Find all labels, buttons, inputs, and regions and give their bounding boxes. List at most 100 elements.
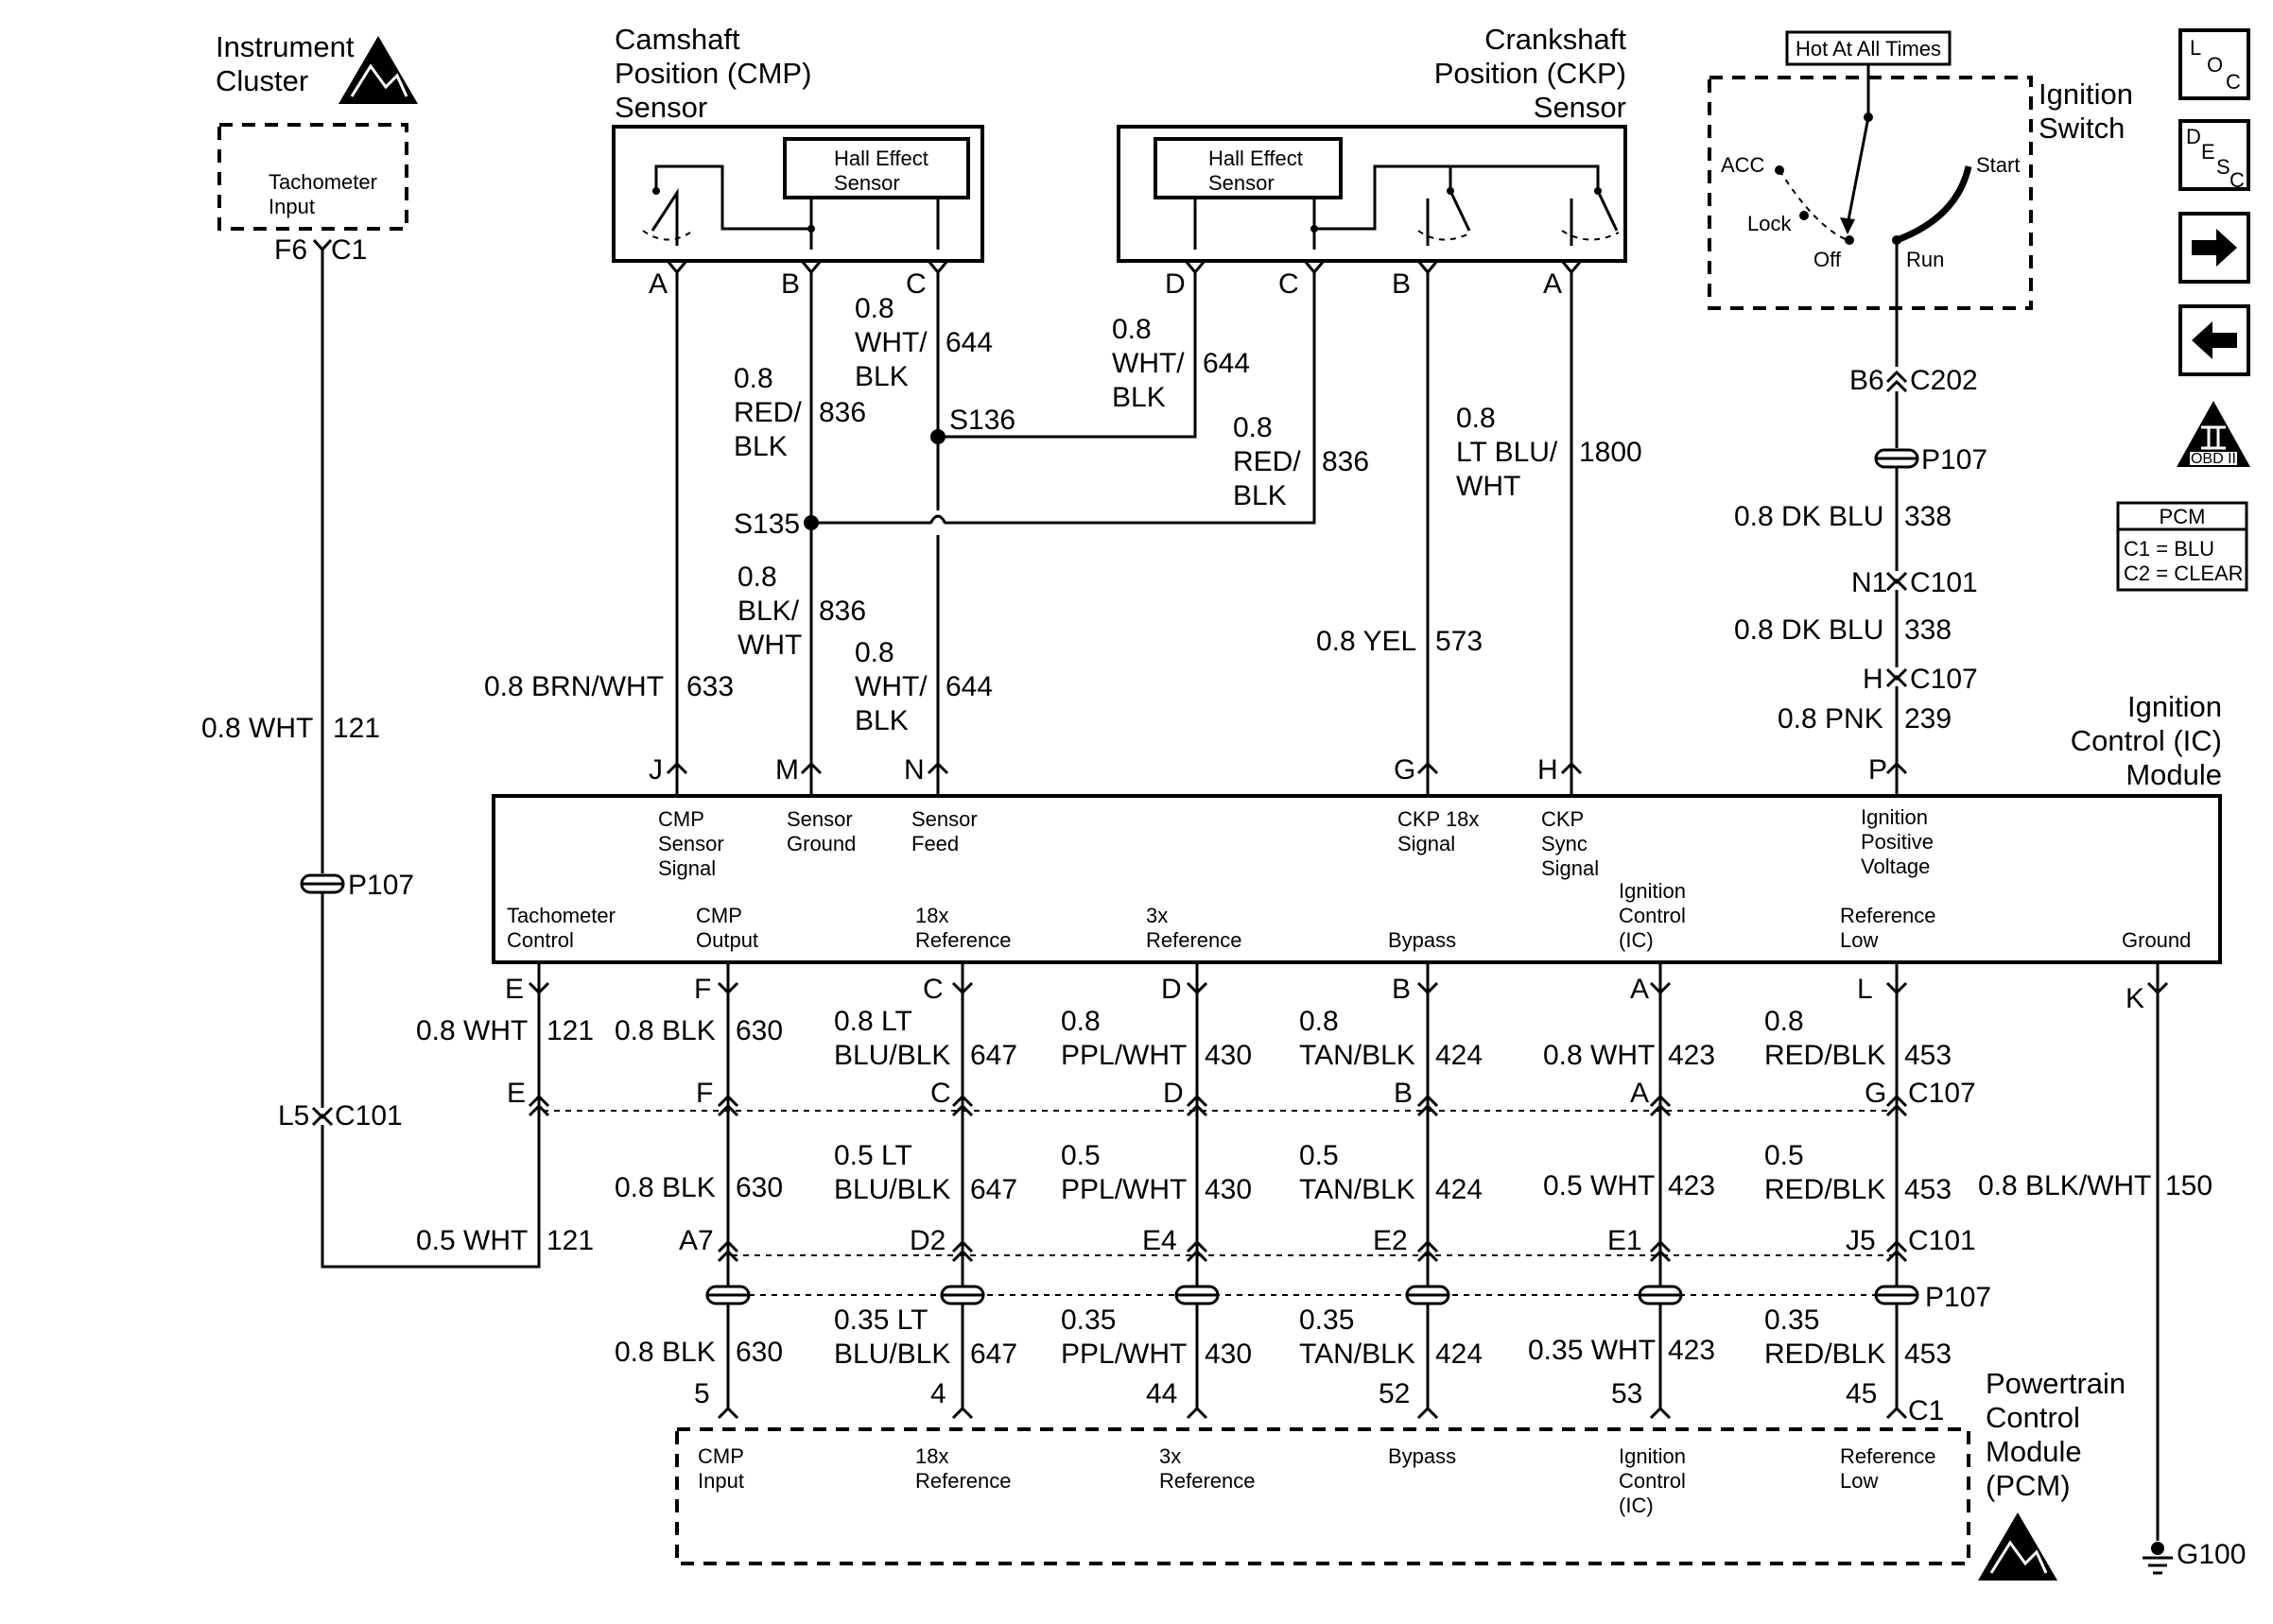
wire-circuit-cmp-c: 644 bbox=[946, 327, 993, 358]
cmp-title-2: Position (CMP) bbox=[615, 57, 811, 90]
wire-label-cmp-a: 0.8 BRN/WHT bbox=[484, 671, 664, 702]
mid-pin-e: E bbox=[507, 1078, 526, 1109]
wire-label-ic-l-3a: 0.35 bbox=[1764, 1304, 1819, 1336]
pcm-label-bypass: Bypass bbox=[1388, 1444, 1456, 1468]
ic-pin-j: J bbox=[649, 754, 663, 786]
wire-label-ign-2: 0.8 DK BLU bbox=[1734, 614, 1883, 646]
wire-label-ic-l-2b: RED/BLK bbox=[1764, 1174, 1885, 1205]
ic-label-ckp18x-2: Signal bbox=[1397, 832, 1455, 855]
sensor-wires: 0.8 BRN/WHT 633 0.8 RED/ BLK 836 S135 0.… bbox=[484, 272, 1642, 764]
tachometer-input-label-2: Input bbox=[269, 195, 315, 218]
ic-label-ign-pos-2: Positive bbox=[1861, 830, 1934, 854]
ic-label-cmp-signal-3: Signal bbox=[658, 856, 716, 880]
legend: L O C D E S C OBD II PCM C bbox=[2116, 28, 2250, 592]
wire-circuit-ic-e: 121 bbox=[547, 1015, 594, 1046]
wire-circuit-ic-l-3: 453 bbox=[1904, 1339, 1952, 1370]
wire-circuit-ic-c-3: 647 bbox=[970, 1339, 1017, 1370]
ic-title-3: Module bbox=[2126, 758, 2222, 791]
wire-circuit-ic-c-2: 647 bbox=[970, 1174, 1017, 1205]
prev-arrow-button[interactable] bbox=[2178, 304, 2250, 376]
ignition-switch-title-2: Switch bbox=[2039, 112, 2125, 145]
wire-label-ic-b-1b: TAN/BLK bbox=[1299, 1040, 1415, 1071]
wire-label-ic-l-1b: RED/BLK bbox=[1764, 1040, 1885, 1071]
wire-circuit-ic-b-2: 424 bbox=[1435, 1174, 1483, 1205]
cmp-hall-label-2: Sensor bbox=[834, 171, 900, 195]
wire-label-ic-a-1: 0.8 WHT bbox=[1543, 1040, 1655, 1071]
pcm-label-ref-low-2: Low bbox=[1840, 1469, 1878, 1493]
pin-b6: B6 bbox=[1849, 365, 1884, 396]
wire-circuit-cmp-a: 633 bbox=[686, 671, 734, 702]
ic-label-sensor-ground-2: Ground bbox=[787, 832, 856, 855]
wire-circuit-ic-f-2: 630 bbox=[736, 1172, 783, 1203]
instrument-cluster: Instrument Cluster Tachometer Input F6 C… bbox=[216, 30, 418, 266]
ic-label-ckp18x-1: CKP 18x bbox=[1397, 807, 1479, 831]
ic-label-ckp-sync-1: CKP bbox=[1541, 807, 1584, 831]
ic-label-sensor-feed-1: Sensor bbox=[911, 807, 978, 831]
pin-l5: L5 bbox=[278, 1100, 309, 1132]
next-arrow-button[interactable] bbox=[2178, 212, 2250, 284]
ckp-sensor: Crankshaft Position (CKP) Sensor Hall Ef… bbox=[1117, 23, 1627, 300]
hot-at-all-times: Hot At All Times bbox=[1796, 37, 1941, 60]
pcm-title-1: Powertrain bbox=[1986, 1367, 2126, 1400]
loc-button[interactable]: L O C bbox=[2178, 28, 2250, 100]
wire-circuit-ic-a-3: 423 bbox=[1668, 1335, 1715, 1366]
mid-pin-c: C bbox=[930, 1078, 951, 1109]
ignition-lock: Lock bbox=[1747, 212, 1792, 235]
wire-label-ckp-a-2: LT BLU/ bbox=[1456, 437, 1558, 468]
ic-title-2: Control (IC) bbox=[2071, 724, 2222, 757]
ic-label-ckp-sync-3: Signal bbox=[1541, 856, 1599, 880]
pcm-pin-5: 5 bbox=[694, 1378, 710, 1409]
ic-label-ic-1: Ignition bbox=[1619, 879, 1686, 903]
ic-label-ref-low-1: Reference bbox=[1840, 904, 1936, 927]
wire-circuit-ic-f-3: 630 bbox=[736, 1337, 783, 1368]
wire-label-cmp-c-lower-1: 0.8 bbox=[855, 637, 894, 668]
wire-label-ic-d-2a: 0.5 bbox=[1061, 1140, 1101, 1171]
ic-label-cmp-signal-2: Sensor bbox=[658, 832, 724, 855]
wire-label-ground: 0.8 BLK/WHT bbox=[1978, 1170, 2151, 1201]
wire-circuit-ic-d-1: 430 bbox=[1205, 1040, 1252, 1071]
connector-mark bbox=[312, 238, 333, 252]
mid-pin-a: A bbox=[1630, 1078, 1649, 1109]
ic-pin-a: A bbox=[1630, 974, 1649, 1005]
wire-label-ic-f-1: 0.8 BLK bbox=[615, 1015, 716, 1046]
obd-ii-label: OBD II bbox=[2191, 451, 2236, 467]
c101-pin-a7: A7 bbox=[679, 1225, 714, 1256]
ic-label-cmp-output-2: Output bbox=[696, 928, 758, 952]
desc-button[interactable]: D E S C bbox=[2178, 119, 2250, 192]
ic-label-cmp-signal-1: CMP bbox=[658, 807, 704, 831]
wire-circuit-ic-b-3: 424 bbox=[1435, 1339, 1483, 1370]
wire-label-ic-c-2a: 0.5 LT bbox=[834, 1140, 912, 1171]
pcm-connector-c1: C1 bbox=[1908, 1395, 1944, 1426]
ic-label-ic-3: (IC) bbox=[1619, 928, 1654, 952]
ckp-hall-label-2: Sensor bbox=[1208, 171, 1275, 195]
mid-pin-b: B bbox=[1394, 1078, 1413, 1109]
wire-label-cmp-c-3: BLK bbox=[855, 361, 909, 392]
pcm-label-ic-3: (IC) bbox=[1619, 1494, 1654, 1517]
wire-circuit-ic-f-1: 630 bbox=[736, 1015, 783, 1046]
wire-circuit-ckp-b: 573 bbox=[1435, 626, 1483, 657]
wire-label-cmp-b-1: 0.8 bbox=[734, 363, 773, 394]
ic-pin-e: E bbox=[505, 974, 524, 1005]
wire-label-ic-l-1a: 0.8 bbox=[1764, 1006, 1804, 1037]
mid-pin-d: D bbox=[1163, 1078, 1184, 1109]
wire-label-ckp-c-2: RED/ bbox=[1233, 446, 1301, 477]
cmp-pin-b: B bbox=[781, 268, 800, 300]
arrow-right-icon bbox=[2192, 229, 2237, 267]
ic-label-ground: Ground bbox=[2122, 928, 2191, 952]
ic-label-sensor-feed-2: Feed bbox=[911, 832, 959, 855]
pcm-pin-52: 52 bbox=[1379, 1378, 1410, 1409]
ic-label-bypass: Bypass bbox=[1388, 928, 1456, 952]
pcm-pin-53: 53 bbox=[1611, 1378, 1642, 1409]
wire-label-ic-d-1b: PPL/WHT bbox=[1061, 1040, 1187, 1071]
ignition-switch: Hot At All Times Ignition Switch ACC Loc… bbox=[1708, 30, 2133, 310]
wire-label-ckp-d-2: WHT/ bbox=[1112, 348, 1185, 379]
ic-title-1: Ignition bbox=[2127, 690, 2222, 723]
ic-pin-c: C bbox=[923, 974, 944, 1005]
wire-label-ic-b-3a: 0.35 bbox=[1299, 1304, 1354, 1336]
wire-label-ic-c-2b: BLU/BLK bbox=[834, 1174, 950, 1205]
wire-circuit-ic-d-2: 430 bbox=[1205, 1174, 1252, 1205]
ic-pin-m: M bbox=[775, 754, 799, 786]
c101-label-lower: C101 bbox=[1908, 1225, 1976, 1256]
tachometer-input-label-1: Tachometer bbox=[269, 170, 377, 194]
ic-label-3x-ref-1: 3x bbox=[1146, 904, 1168, 927]
